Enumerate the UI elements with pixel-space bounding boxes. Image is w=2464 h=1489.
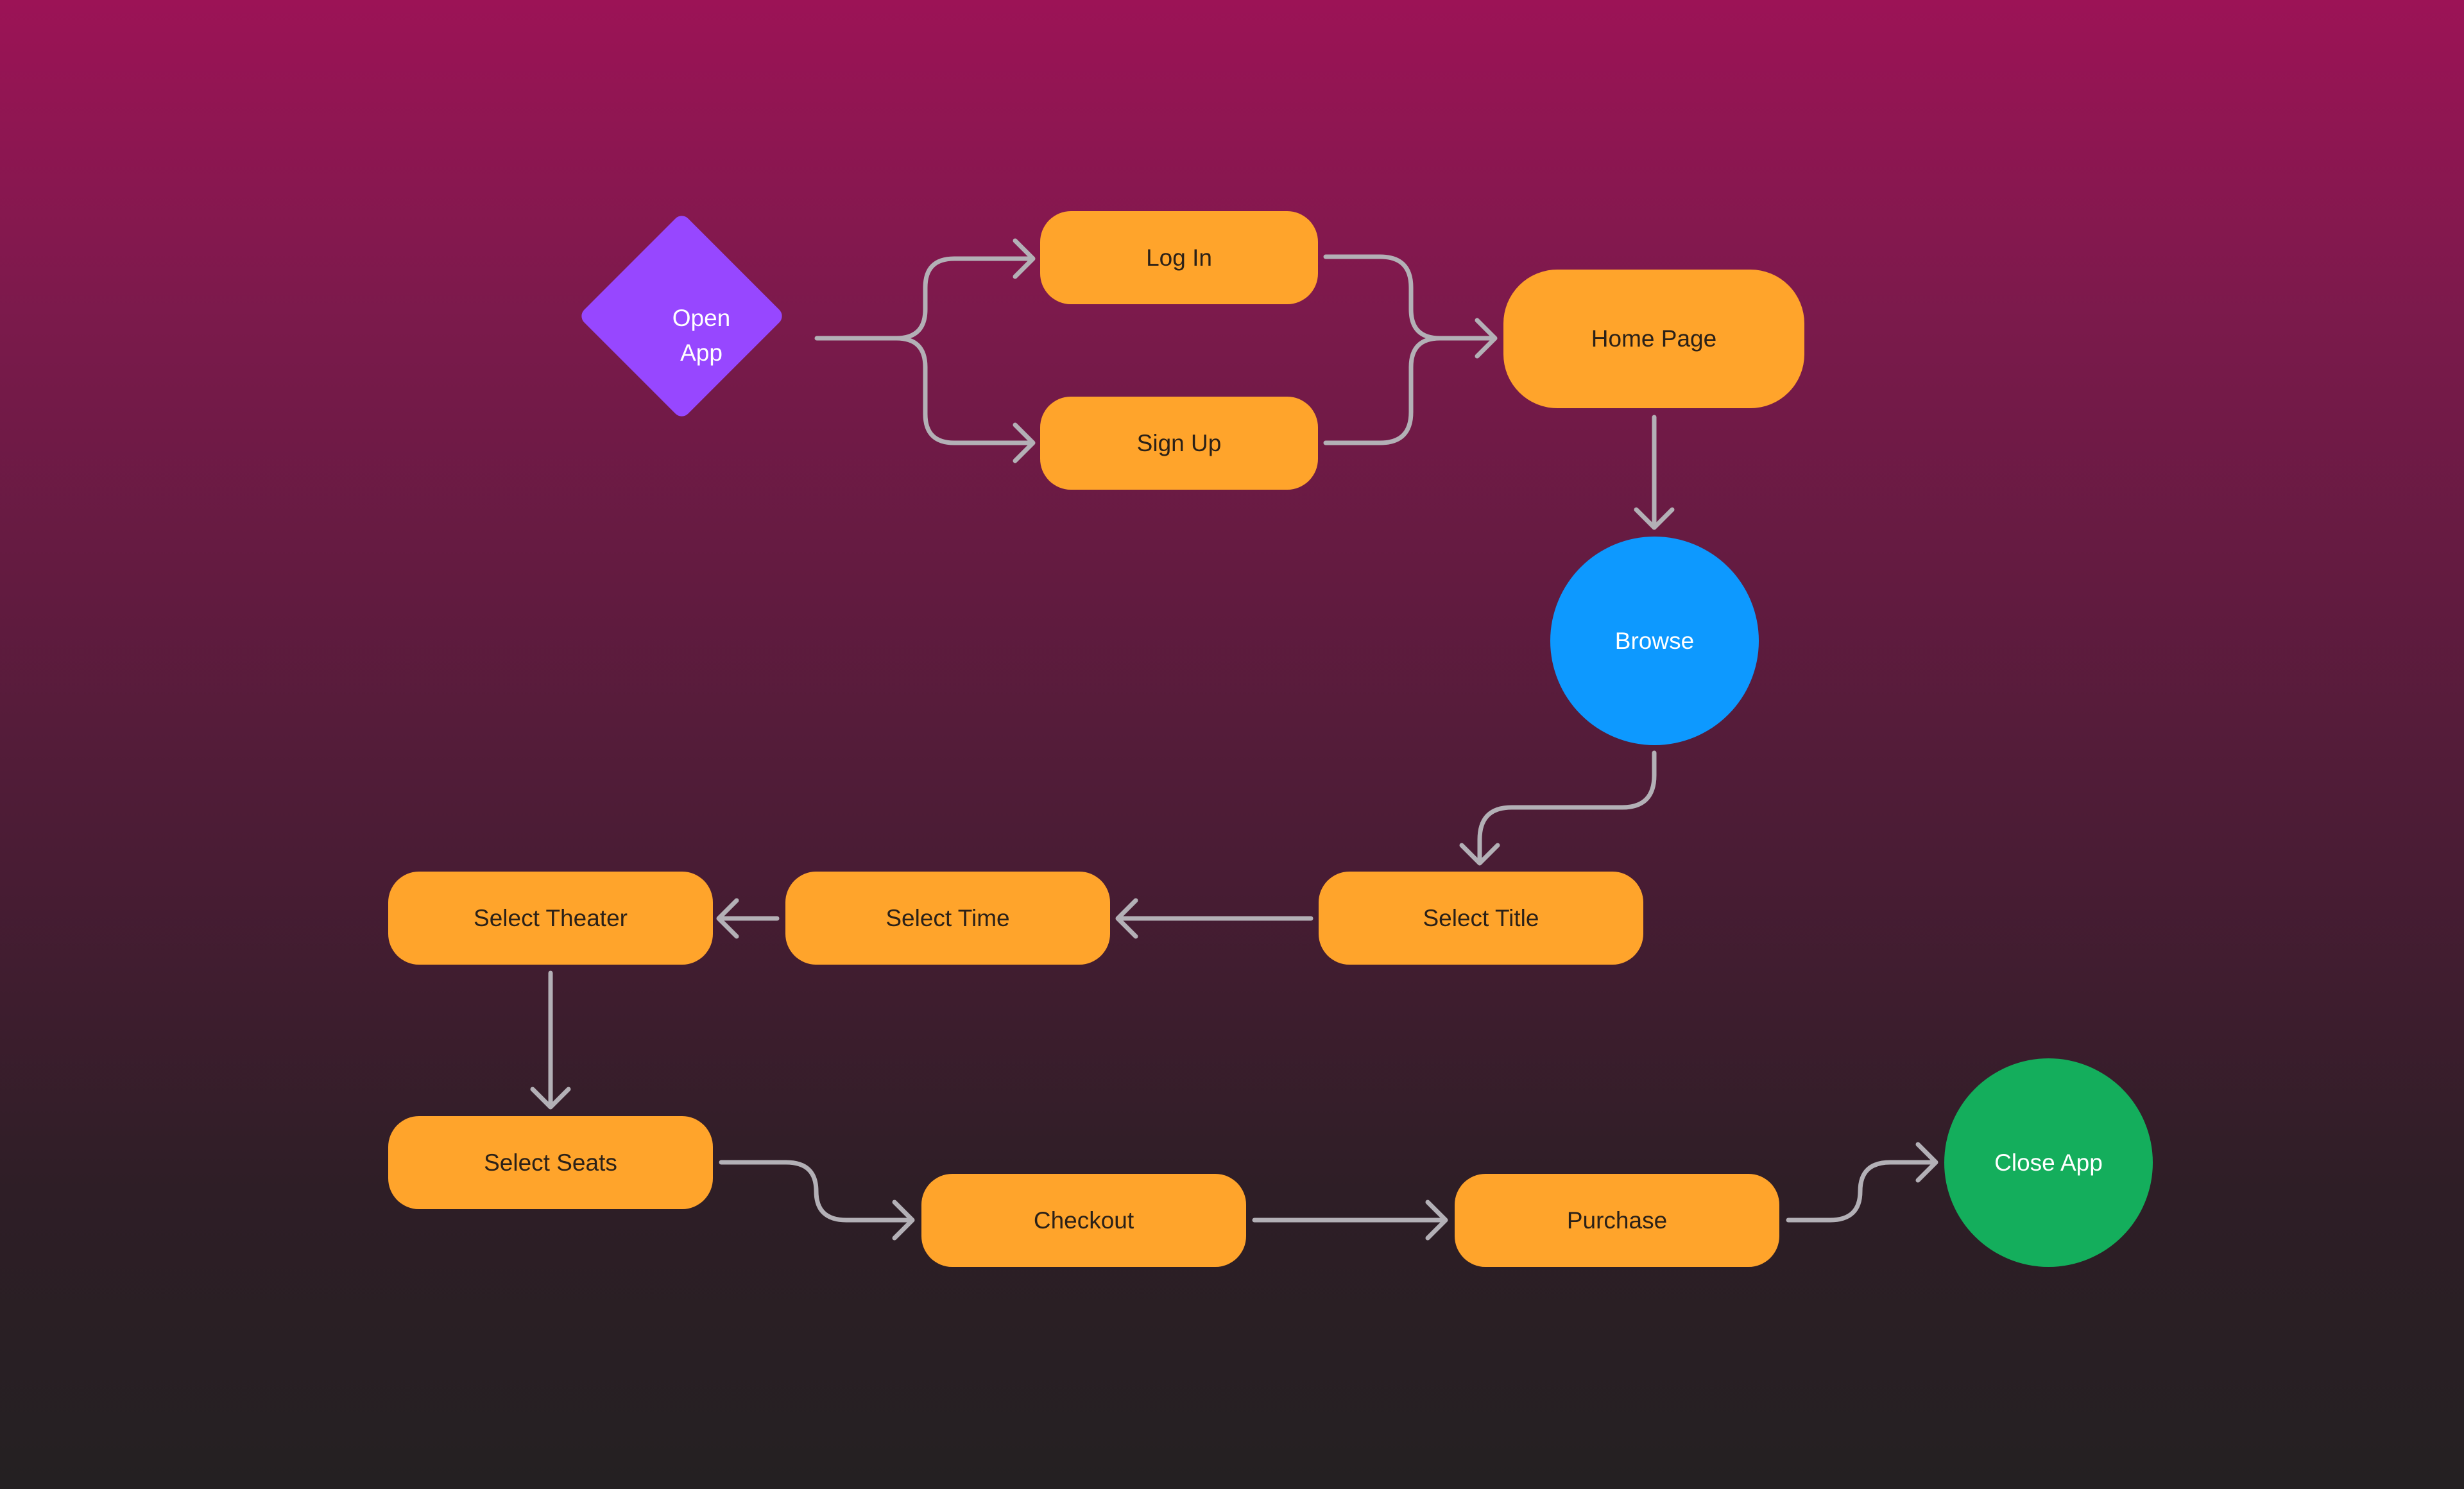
select-time-node[interactable]: Select Time — [785, 872, 1110, 965]
arrowhead-checkout — [892, 1200, 915, 1241]
home-page-node[interactable]: Home Page — [1503, 270, 1804, 408]
connector-select-seats-to-checkout — [719, 1160, 911, 1223]
open-app-label: Open App — [672, 305, 731, 366]
log-in-node[interactable]: Log In — [1040, 211, 1318, 304]
arrowhead-sign-up — [1013, 422, 1036, 463]
checkout-node[interactable]: Checkout — [921, 1174, 1246, 1267]
arrowhead-browse — [1634, 507, 1675, 530]
connector-open-app-to-sign-up — [894, 336, 1031, 445]
select-theater-node[interactable]: Select Theater — [388, 872, 713, 965]
arrowhead-home-page — [1475, 318, 1498, 359]
arrowhead-log-in — [1013, 238, 1036, 279]
connector-sign-up-to-home-page — [1323, 336, 1442, 445]
arrowhead-select-title — [1459, 843, 1500, 866]
connector-open-app-to-log-in — [814, 256, 1031, 341]
connector-log-in-to-home-page — [1323, 254, 1493, 341]
purchase-node[interactable]: Purchase — [1455, 1174, 1779, 1267]
arrowhead-select-theater — [716, 898, 739, 939]
arrowhead-select-seats — [530, 1087, 571, 1110]
arrowhead-close-app — [1915, 1142, 1938, 1183]
connector-browse-to-select-title — [1477, 750, 1657, 861]
select-seats-node[interactable]: Select Seats — [388, 1116, 713, 1209]
arrowhead-purchase — [1425, 1200, 1448, 1241]
close-app-node[interactable]: Close App — [1944, 1058, 2153, 1267]
browse-node[interactable]: Browse — [1550, 537, 1759, 745]
connector-purchase-to-close-app — [1786, 1160, 1934, 1223]
select-title-node[interactable]: Select Title — [1319, 872, 1643, 965]
sign-up-node[interactable]: Sign Up — [1040, 397, 1318, 490]
arrowhead-select-time — [1115, 898, 1138, 939]
